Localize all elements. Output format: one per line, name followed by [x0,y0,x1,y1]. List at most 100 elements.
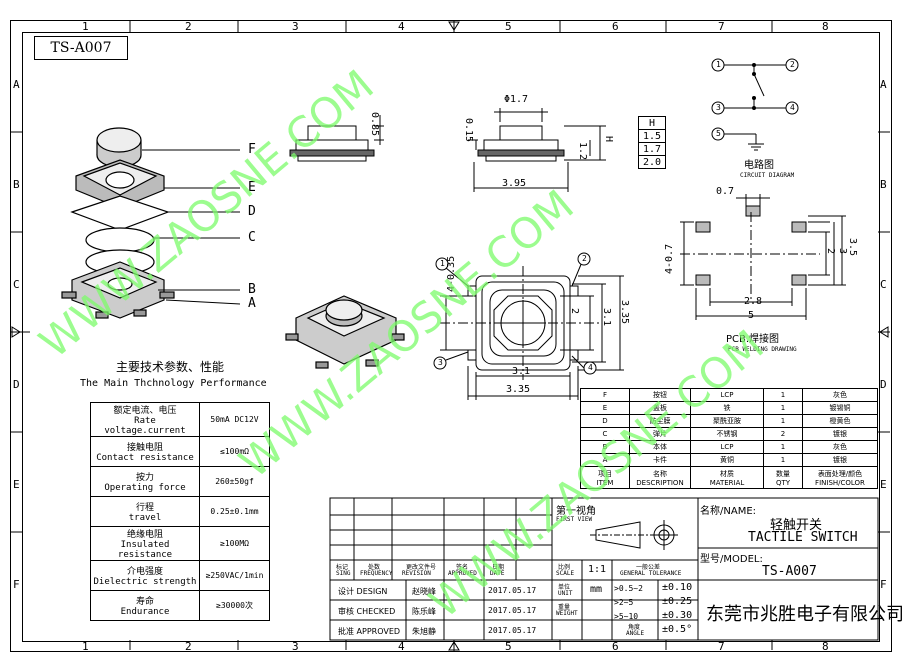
pcb-dim: 2.8 [744,296,763,307]
dim-h: H [603,136,614,143]
first-view-label: 第一视角 [556,506,596,517]
spec-name-en: Contact resistance [96,453,194,463]
zone-col: 4 [398,20,405,33]
zone-row: F [880,578,887,591]
tol-range: >5~10 [614,612,639,621]
zone-row: A [13,78,20,91]
spec-subheading: The Main Thchnology Performance [80,378,267,389]
pin-label: 4 [588,363,593,372]
dim-015: 0.15 [463,118,474,143]
spec-name-en: Insulated resistance [117,540,173,560]
exploded-leaders [142,149,241,305]
bom-qty: 2 [763,427,803,441]
bom-name: 本体 [629,440,691,454]
bom-qty: 1 [763,414,803,428]
angle-label: 角度 [628,624,641,631]
bom-header: 名称 [653,469,667,478]
spec-name-en: Operating force [104,483,186,493]
tol-value: ±0.25 [662,596,693,607]
dim-top-335v: 3.35 [619,300,630,325]
bom-id: D [580,414,630,428]
pin-label: 3 [438,358,443,367]
spec-value: ≥100MΩ [199,526,270,561]
rev-header-en: APPROVED [448,570,477,577]
bom-header: 数量 [776,469,790,478]
spec-value: ≥250VAC/1min [199,560,270,591]
rev-header: 签名 [456,564,469,571]
bom-material: 黄铜 [690,453,764,467]
circuit-subtitle: CIRCUIT DIAGRAM [740,172,795,179]
bom-finish: 镀锡铜 [802,401,878,415]
bom-qty: 1 [763,401,803,415]
bom-header-en: QTY [775,478,791,487]
dim-top-31v: 3.1 [601,308,612,327]
spec-name-en: Endurance [120,607,170,617]
h-table-header: H [638,116,666,130]
label-F: F [248,142,256,157]
bom-material: 铁 [690,401,764,415]
zone-row: E [880,478,887,491]
weight-label: 重量 [558,604,571,611]
pcb-dim: 3 [837,248,848,255]
unit-label: 单位 [558,584,571,591]
zone-col: 8 [822,20,829,33]
label-D: D [248,204,256,219]
label-A: A [248,296,256,311]
zone-col: 6 [612,20,619,33]
pcb-dim: 4-0.7 [664,243,675,274]
rev-header-en: SING [336,570,351,577]
tol-range: >2~5 [614,598,634,607]
spec-name: 接触电阻 [126,443,163,453]
dim-dia: Φ1.7 [504,94,529,105]
company-name: 东莞市兆胜电子有限公司 [706,604,904,625]
bom-finish: 橙黄色 [802,414,878,428]
rev-header-en: REVISION [402,570,431,577]
unit-value: mm [590,584,603,595]
bom-name: 按钮 [629,388,691,402]
spec-name: 绝缘电阻 [126,530,163,540]
zone-col: 2 [185,20,192,33]
zone-col: 3 [292,640,299,653]
zone-row: A [880,78,887,91]
signoff-name: 陈乐峰 [412,607,436,616]
spec-name: 介电强度 [126,567,163,577]
zone-row: B [880,178,887,191]
first-angle-symbol [590,520,678,550]
rev-header: 更改文件号 [406,564,437,571]
bom-id: F [580,388,630,402]
pcb-subtitle: PCB WELDING DRAWING [728,346,797,353]
scale-label: 比例 [558,564,571,571]
circuit-diagram [711,58,799,151]
bom-qty: 1 [763,388,803,402]
zone-col: 6 [612,640,619,653]
spec-name: 按力 [135,473,154,483]
first-view-label-en: FIRST VIEW [556,516,593,523]
pin-circles [433,252,597,375]
bom-finish: 灰色 [802,440,878,454]
unit-label-en: UNIT [558,590,573,597]
side-view [289,115,384,162]
weight-label-en: WEIGHT [556,610,578,617]
zone-row: C [13,278,20,291]
spec-name: 寿命 [135,597,154,607]
h-table-value: 1.7 [638,142,666,156]
bom-header: 表面处理/颜色 [817,469,863,478]
h-table-value: 1.5 [638,129,666,143]
bom-qty: 1 [763,453,803,467]
spec-value: ≥30000次 [199,590,270,621]
signoff-name: 朱旭静 [412,627,436,636]
zone-col: 1 [82,640,89,653]
zone-col: 1 [82,20,89,33]
signoff-date: 2017.05.17 [488,606,537,615]
bom-name: 防尘膜 [629,414,691,428]
zone-col: 5 [505,20,512,33]
bom-finish: 镀银 [802,453,878,467]
pcb-dim: 5 [748,310,755,321]
zone-col: 7 [718,20,725,33]
scale-value: 1:1 [588,564,607,575]
spec-heading: 主要技术参数、性能 [116,360,225,374]
rev-header: 处数 [368,564,381,571]
zone-row: F [13,578,20,591]
bom-name: 弹片 [629,427,691,441]
